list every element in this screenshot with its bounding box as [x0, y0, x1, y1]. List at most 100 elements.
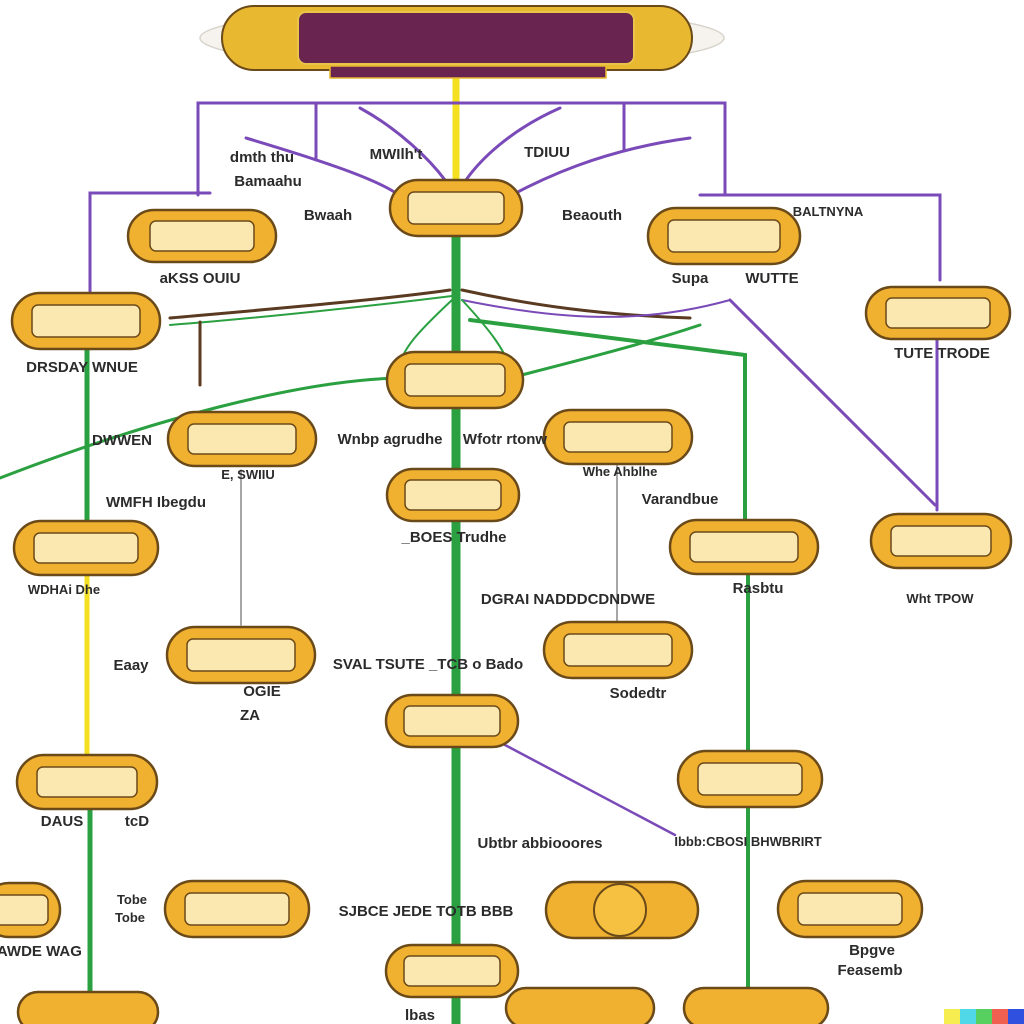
- color-swatch: [960, 1009, 976, 1024]
- diagram-node[interactable]: [15, 753, 159, 811]
- diagram-label: Ubtbr abbiooores: [477, 835, 602, 852]
- diagram-labels: MWIlh't TDIUU dmth thu Bamaahu Bwaah Bea…: [0, 144, 990, 1024]
- node-inner: [797, 892, 903, 926]
- diagram-node[interactable]: [385, 350, 525, 410]
- diagram-node[interactable]: [384, 693, 520, 749]
- node-inner: [667, 219, 781, 253]
- connector-line: [508, 323, 702, 380]
- color-swatch: [976, 1009, 992, 1024]
- diagram-label: Sodedtr: [610, 685, 667, 702]
- diagram-node[interactable]: [504, 986, 656, 1024]
- diagram-label: BALTNYNA: [793, 204, 864, 219]
- diagram-label: SVAL TSUTE _TCB o Bado: [333, 656, 523, 673]
- connector-line: [460, 288, 692, 320]
- diagram-node[interactable]: [12, 519, 160, 577]
- diagram-label: dmth thu: [230, 149, 294, 166]
- diagram-label: Wht TPOW: [906, 591, 974, 606]
- diagram-node[interactable]: [544, 880, 700, 940]
- connector-line: [464, 106, 562, 182]
- node-inner: [407, 191, 505, 225]
- diagram-node[interactable]: [646, 206, 802, 266]
- diagram-node[interactable]: [388, 178, 524, 238]
- diagram-label: Bwaah: [304, 207, 352, 224]
- node-inner: [403, 705, 501, 737]
- diagram-nodes: [0, 178, 1013, 1024]
- node-badge: [593, 883, 647, 937]
- diagram-node[interactable]: [165, 625, 317, 685]
- diagram-node[interactable]: [385, 467, 521, 523]
- diagram-label: Tobe: [117, 892, 147, 907]
- node-inner: [184, 892, 290, 926]
- title-banner: [199, 5, 725, 79]
- diagram-node[interactable]: [0, 881, 62, 939]
- diagram-label: aKSS OUIU: [160, 270, 241, 287]
- diagram-node[interactable]: [776, 879, 924, 939]
- node-inner: [404, 479, 502, 511]
- node-inner: [187, 423, 297, 455]
- diagram-label: Rasbtu: [733, 580, 784, 597]
- node-shape: [682, 986, 830, 1024]
- diagram-node[interactable]: [384, 943, 520, 999]
- connector-line: [358, 106, 447, 182]
- banner-ribbon: [329, 65, 607, 79]
- node-inner: [403, 955, 501, 987]
- diagram-label: Feasemb: [837, 962, 902, 979]
- diagram-node[interactable]: [166, 410, 318, 468]
- diagram-label: DWWEN: [92, 432, 152, 449]
- color-strip: [944, 1009, 1024, 1024]
- color-swatch: [944, 1009, 960, 1024]
- node-inner: [36, 766, 138, 798]
- diagram-node[interactable]: [126, 208, 278, 264]
- node-inner: [563, 421, 673, 453]
- diagram-label: WMFH Ibegdu: [106, 494, 206, 511]
- diagram-node[interactable]: [668, 518, 820, 576]
- diagram-label: Bamaahu: [234, 173, 302, 190]
- diagram-label: WDHAi Dhe: [28, 582, 100, 597]
- diagram-label: SJBCE JEDE TOTB BBB: [339, 903, 514, 920]
- color-swatch: [992, 1009, 1008, 1024]
- connector-line: [244, 136, 402, 198]
- diagram-label: tcD: [125, 813, 149, 830]
- diagram-label: Eaay: [113, 657, 149, 674]
- diagram-label: TUTE TRODE: [894, 345, 990, 362]
- node-shape: [504, 986, 656, 1024]
- node-inner: [890, 525, 992, 557]
- connector-line: [698, 193, 942, 282]
- connector-line: [169, 295, 453, 326]
- diagram-node[interactable]: [682, 986, 830, 1024]
- diagram-label: ZA: [240, 707, 260, 724]
- connector-line: [468, 318, 747, 522]
- diagram-node[interactable]: [864, 285, 1012, 341]
- diagram-node[interactable]: [542, 408, 694, 466]
- diagram-label: Supa: [672, 270, 709, 287]
- connector-line: [196, 101, 727, 197]
- color-swatch: [1008, 1009, 1024, 1024]
- diagram-label: MWIlh't: [370, 146, 423, 163]
- node-inner: [563, 633, 673, 667]
- diagram-label: Wfotr rtonw: [463, 431, 547, 448]
- diagram-label: WUTTE: [745, 270, 798, 287]
- diagram-node[interactable]: [163, 879, 311, 939]
- diagram-node[interactable]: [869, 512, 1013, 570]
- diagram-node[interactable]: [542, 620, 694, 680]
- diagram-label: _BOES Trudhe: [400, 529, 506, 546]
- node-inner: [186, 638, 296, 672]
- node-inner: [33, 532, 139, 564]
- connector-line: [508, 136, 692, 198]
- connector-line: [503, 743, 677, 837]
- node-inner: [697, 762, 803, 796]
- diagram-label: Bpgve: [849, 942, 895, 959]
- diagram-label: Ibbb:CBOSI BHWBRIRT: [674, 834, 821, 849]
- diagram-label: Wnbp agrudhe: [338, 431, 443, 448]
- connector-line: [0, 376, 402, 480]
- node-inner: [885, 297, 991, 329]
- diagram-node[interactable]: [676, 749, 824, 809]
- diagram-label: OGIE: [243, 683, 281, 700]
- connector-line: [461, 299, 731, 318]
- diagram-label: E, SWIIU: [221, 467, 274, 482]
- node-inner: [689, 531, 799, 563]
- diagram-label: Tobe: [115, 910, 145, 925]
- diagram-label: Whe Ahblhe: [583, 464, 658, 479]
- diagram-node[interactable]: [16, 990, 160, 1024]
- diagram-node[interactable]: [10, 291, 162, 351]
